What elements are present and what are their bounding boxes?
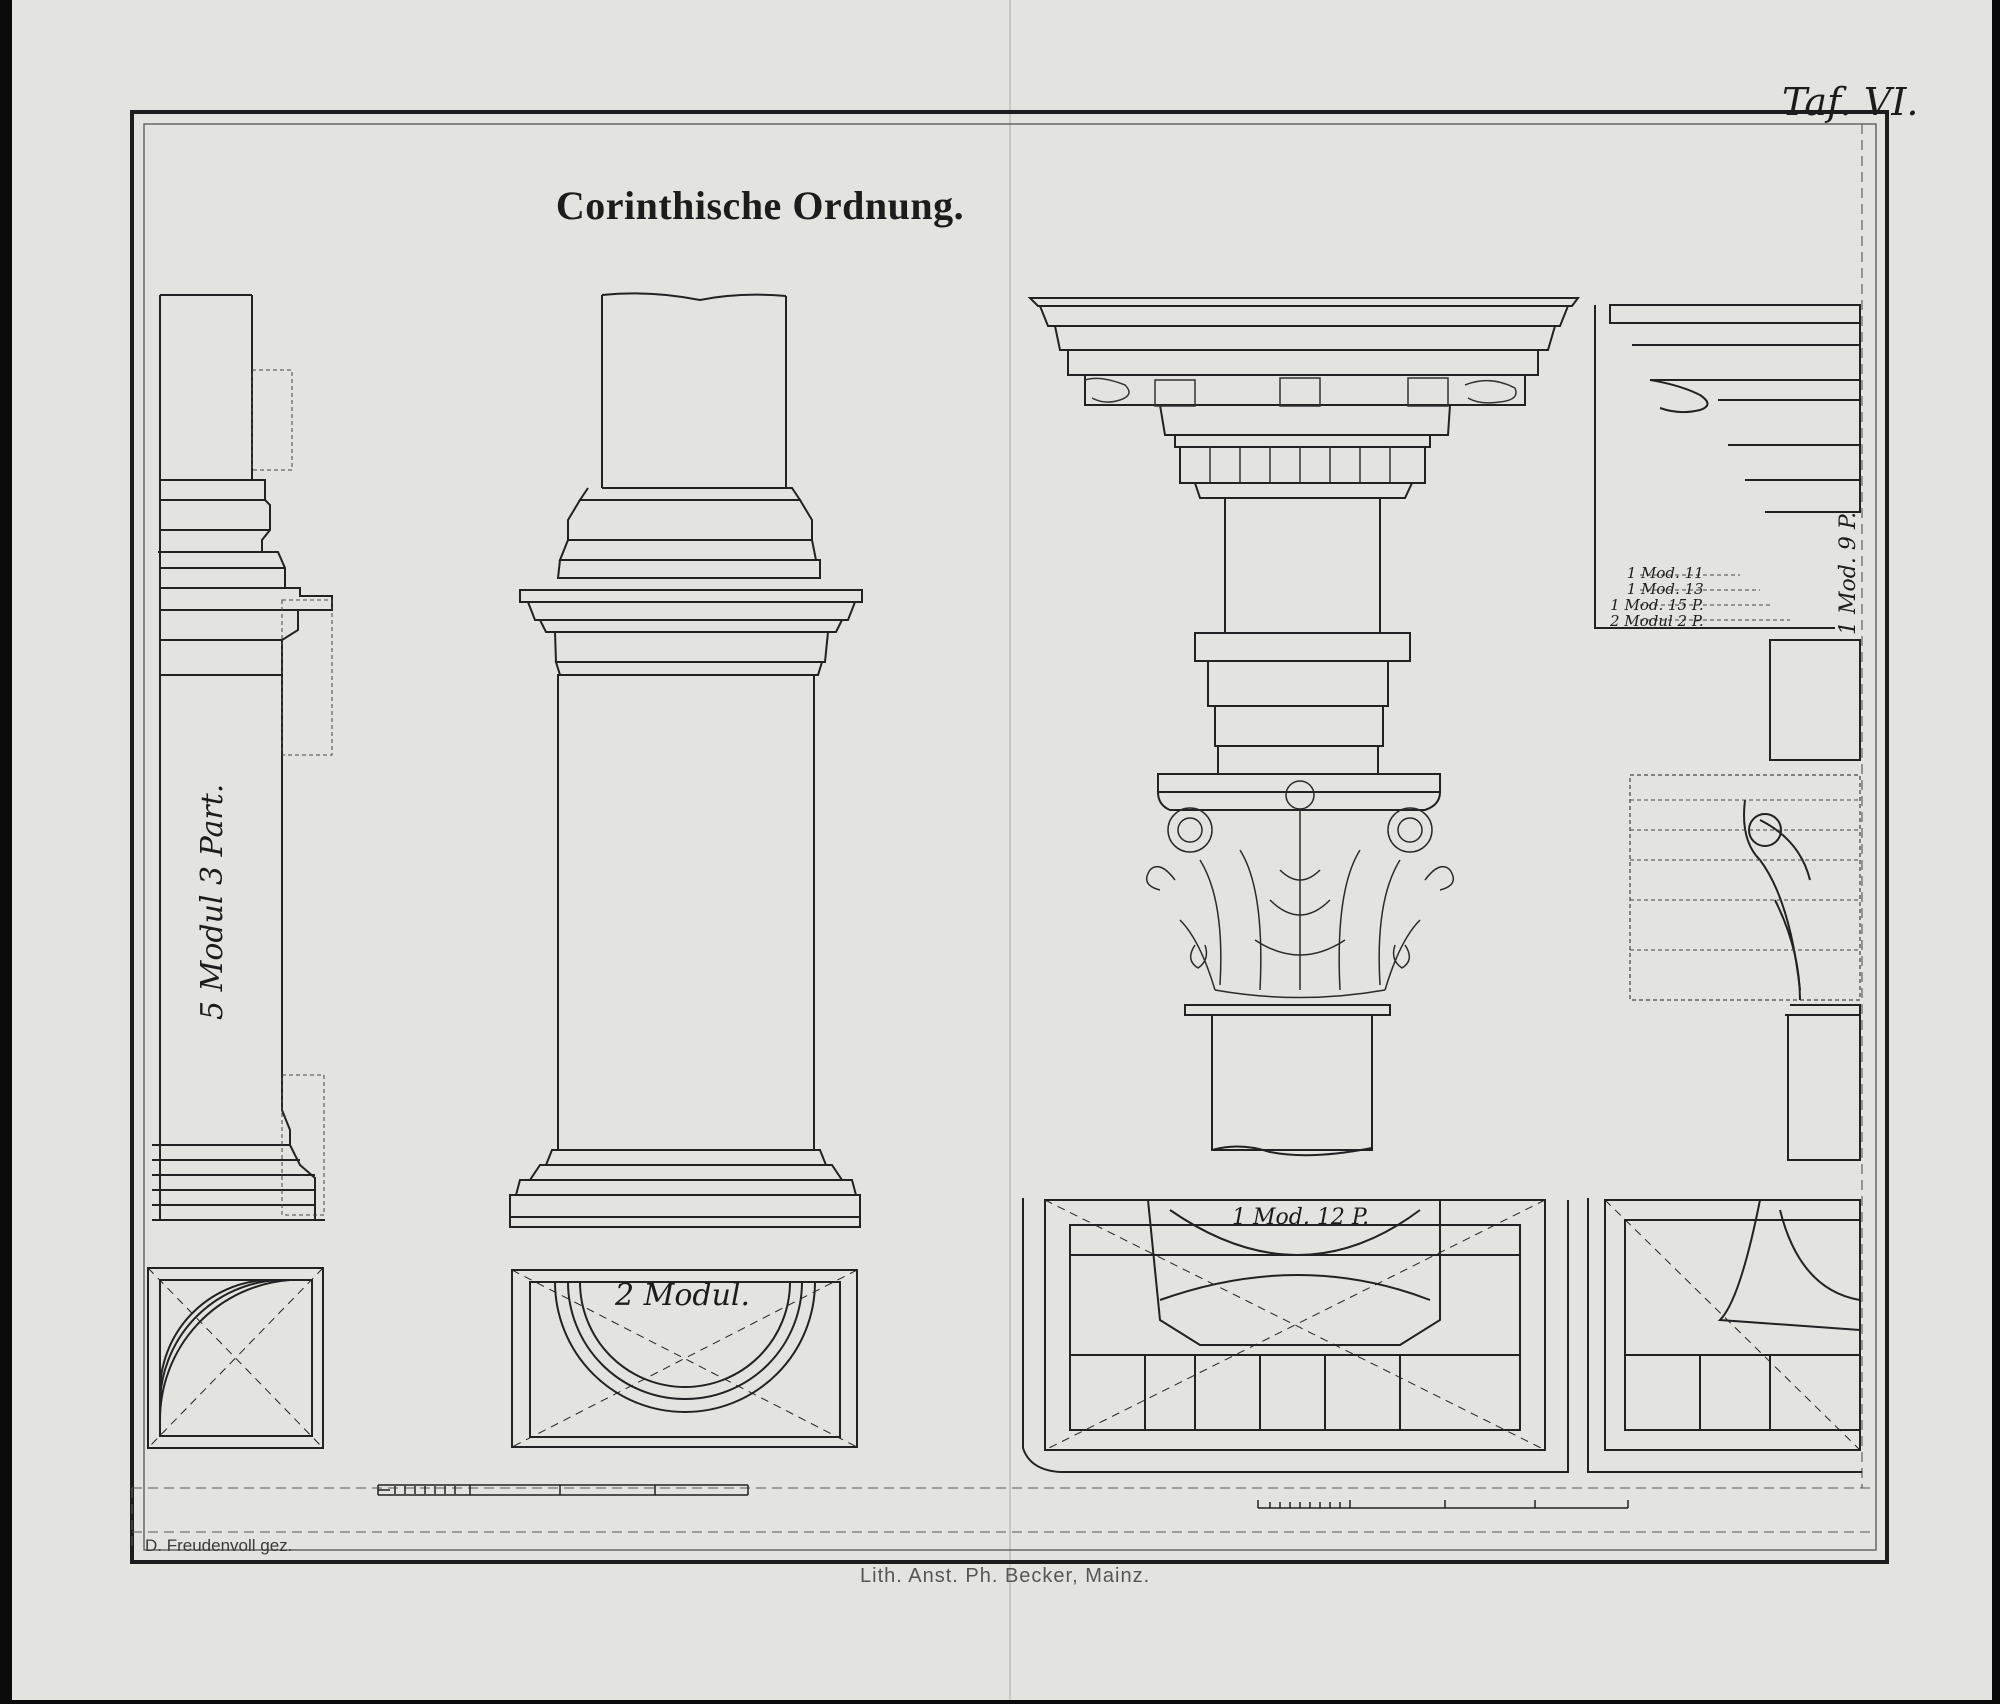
entablature-profile (1594, 304, 1861, 1161)
capital-plan (1022, 1198, 1569, 1473)
inner-frame (143, 123, 1877, 1551)
modillions (1084, 377, 1517, 483)
module-label: 1 Mod. 13 (1626, 580, 1704, 598)
module-stack-labels: 1 Mod. 11 1 Mod. 13 1 Mod. 15 P. 2 Modul… (1610, 565, 1704, 629)
pedestal-plan (147, 1267, 324, 1449)
module-label: 2 Modul 2 P. (1610, 612, 1704, 630)
profile-dimension-lines (1630, 574, 1860, 951)
outer-frame (130, 110, 1889, 1564)
right-vertical-label: 1 Mod. 9 P. (1836, 511, 1861, 635)
entablature-elevation (1027, 297, 1580, 1157)
pedestal-elevation (509, 292, 863, 1228)
plate-title: Corinthische Ordnung. (555, 183, 965, 228)
paper (12, 0, 1992, 1700)
pedestal-elevation-plan (511, 1269, 858, 1448)
scale-bar-right (1257, 1500, 1629, 1509)
pedestal-profile (152, 294, 333, 1221)
printer-credit: Lith. Anst. Ph. Becker, Mainz. (860, 1565, 1151, 1587)
pedestal-height-label: 5 Modul 3 Part. (195, 783, 230, 1020)
scale-bar-left (377, 1484, 749, 1496)
module-label: 1 Mod. 11 (1626, 564, 1704, 582)
pedestal-width-label: 2 Modul. (615, 1278, 751, 1313)
capital-width-label: 1 Mod. 12 P. (1232, 1205, 1370, 1230)
pedestal-dimension-lines (251, 369, 333, 1216)
acanthus-capital (1145, 780, 1455, 999)
dimension-guides (131, 124, 1876, 1550)
plate-number: Taf. VI. (1782, 80, 1919, 124)
capital-plan-quarter (1587, 1198, 1862, 1473)
draftsman-credit: D. Freudenvoll gez. (145, 1536, 293, 1555)
module-label: 1 Mod. 15 P. (1610, 596, 1704, 614)
